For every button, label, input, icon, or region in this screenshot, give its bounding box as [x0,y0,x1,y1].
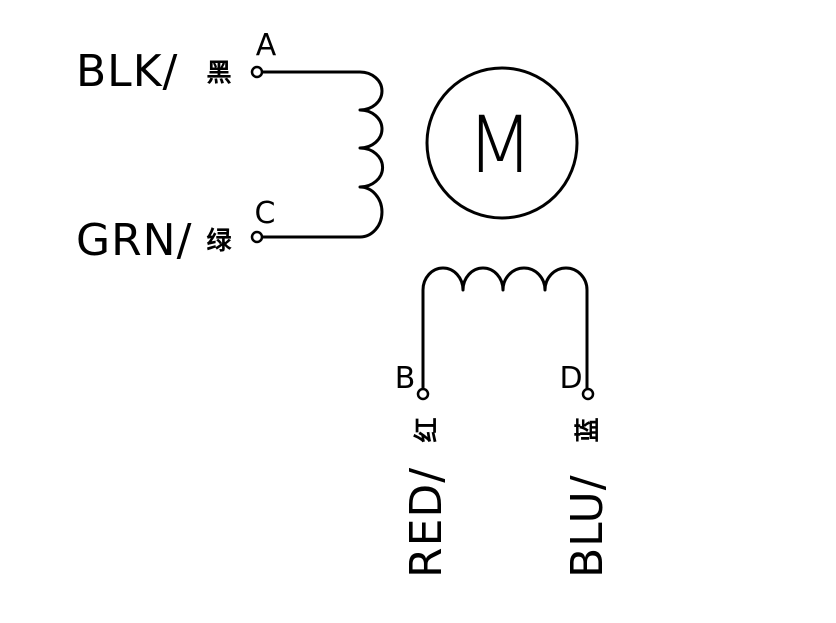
pin-d-label: D [559,361,582,396]
coil-bd [416,266,595,401]
pin-c-label: C [255,196,276,231]
terminal-a [250,65,264,79]
wire-d-name: BLU/ [562,474,613,578]
wire-a-name: BLK/ [76,46,178,97]
pin-a-label: A [256,28,277,63]
wire-c-color-cn: 绿 [206,226,232,255]
motor-label: M [466,101,533,191]
terminal-c [250,230,264,244]
wire-d-color-cn: 蓝 [573,417,602,442]
wire-b-name: RED/ [401,467,452,578]
wire-c-name: GRN/ [76,215,192,266]
wire-a-label: BLK/ 黑 [76,46,232,97]
wire-a-color-cn: 黑 [206,58,231,87]
terminal-b [416,387,430,401]
coil-ac-winding [260,70,385,239]
wire-b-label: RED/ 红 [401,417,452,578]
coil-bd-winding [421,266,589,391]
motor-symbol: M [425,66,579,220]
wire-c-label: GRN/ 绿 [76,215,232,266]
wire-d-label: BLU/ 蓝 [562,417,613,578]
motor-circle [425,66,579,220]
pin-b-label: B [395,361,416,396]
wire-b-color-cn: 红 [412,417,441,442]
terminal-d [581,387,595,401]
coil-ac [250,65,385,244]
